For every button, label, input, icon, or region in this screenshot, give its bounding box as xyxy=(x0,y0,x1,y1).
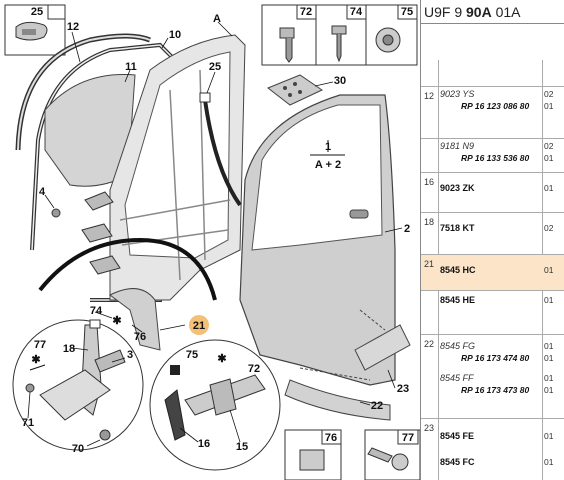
parts-row[interactable]: 16 9023 ZK 01 xyxy=(421,172,564,212)
part-code[interactable]: 8545 HE xyxy=(440,295,476,305)
callout-74: 74 xyxy=(350,6,363,18)
callout-10: 10 xyxy=(169,29,181,41)
callout-74b: 74 xyxy=(90,305,103,317)
callout-77b: 77 xyxy=(402,432,414,444)
part-code[interactable]: 7518 KT xyxy=(440,223,475,233)
inset-box-77[interactable] xyxy=(364,429,420,480)
callout-3: 3 xyxy=(127,349,133,361)
callout-11: 11 xyxy=(125,61,137,73)
callout-23: 23 xyxy=(397,383,409,395)
callout-71: 71 xyxy=(22,417,34,429)
callout-2: 2 xyxy=(404,223,410,235)
callout-4: 4 xyxy=(39,186,46,198)
moulding-21[interactable] xyxy=(109,288,161,351)
part-quantity: 01 xyxy=(544,265,554,275)
header-suffix: 01A xyxy=(495,4,521,20)
parts-row[interactable]: 18 7518 KT 02 xyxy=(421,212,564,254)
part-reference[interactable]: RP 16 173 474 80 xyxy=(461,353,530,363)
hinge-detail-circle[interactable] xyxy=(12,319,144,451)
part-index: 23 xyxy=(424,423,435,433)
part-code[interactable]: 8545 FE xyxy=(440,431,475,441)
part-quantity: 01 xyxy=(544,295,554,305)
part-reference[interactable]: RP 16 173 473 80 xyxy=(461,385,530,395)
parts-row[interactable]: 23 8545 FE 01 8545 FC 01 xyxy=(421,418,564,480)
callout-22: 22 xyxy=(371,400,383,412)
part-index: 18 xyxy=(424,217,435,227)
exploded-door-diagram: ✱ xyxy=(4,4,420,480)
part-code[interactable]: 8545 HC xyxy=(440,265,476,275)
part-quantity: 01 xyxy=(544,431,554,441)
diagram-code-header: U9F 9 90A 01A xyxy=(421,0,564,24)
part-reference[interactable]: RP 16 133 536 80 xyxy=(461,153,530,163)
part-index: 16 xyxy=(424,177,435,187)
part-quantity: 01 xyxy=(544,101,554,111)
part-quantity: 01 xyxy=(544,457,554,467)
callout-25b: 25 xyxy=(209,61,221,73)
callout-30: 30 xyxy=(334,75,346,87)
parts-row[interactable]: 12 9023 YS 02 RP 16 123 086 80 01 xyxy=(421,86,564,138)
callout-70: 70 xyxy=(72,443,84,455)
foam-pad-30[interactable] xyxy=(267,74,324,106)
part-index: 21 xyxy=(424,259,435,269)
cable-25[interactable] xyxy=(203,99,242,207)
callout-75: 75 xyxy=(401,6,413,18)
part-reference[interactable]: RP 16 123 086 80 xyxy=(461,101,530,111)
callout-16: 16 xyxy=(198,438,210,450)
star-marker: ✱ xyxy=(112,315,121,327)
part-code[interactable]: 9023 YS xyxy=(440,89,475,99)
parts-list-panel: U9F 9 90A 01A 12 9023 YS 02 RP 16 123 086 8… xyxy=(420,0,564,480)
callout-18: 18 xyxy=(63,343,75,355)
inset-box-76[interactable] xyxy=(284,429,342,480)
header-bold: 90A xyxy=(466,4,492,20)
part-quantity: 01 xyxy=(544,385,554,395)
parts-row[interactable]: 21 8545 HC 01 xyxy=(421,254,564,290)
part-quantity: 01 xyxy=(544,353,554,363)
star-marker-2: ✱ xyxy=(217,353,226,365)
part-quantity: 01 xyxy=(544,341,554,351)
part-quantity: 02 xyxy=(544,223,554,233)
callout-76b: 76 xyxy=(325,432,337,444)
part-quantity: 01 xyxy=(544,183,554,193)
part-quantity: 02 xyxy=(544,141,554,151)
check-strap-detail-circle[interactable] xyxy=(149,339,281,471)
part-code[interactable]: 8545 FG xyxy=(440,341,476,351)
hinges[interactable] xyxy=(81,191,121,275)
header-prefix: U9F 9 xyxy=(424,4,463,20)
part-code[interactable]: 8545 FF xyxy=(440,373,474,383)
moulding-23[interactable] xyxy=(354,324,411,371)
svg-text:✱: ✱ xyxy=(31,354,40,366)
callout-25: 25 xyxy=(31,6,43,18)
callout-75b: 75 xyxy=(186,349,198,361)
callout-77: 77 xyxy=(34,339,46,351)
part-quantity: 01 xyxy=(544,153,554,163)
inset-box-25[interactable] xyxy=(4,4,66,56)
inset-box-72-74-75[interactable] xyxy=(261,4,418,66)
part-index: 22 xyxy=(424,339,435,349)
part-code[interactable]: 8545 FC xyxy=(440,457,475,467)
waterproof-film-11[interactable] xyxy=(44,73,136,187)
callout-1: 1 xyxy=(325,141,331,153)
callout-72b: 72 xyxy=(248,363,260,375)
parts-row[interactable]: 8545 HE 01 xyxy=(421,290,564,334)
callout-12: 12 xyxy=(67,21,79,33)
part-quantity: 01 xyxy=(544,373,554,383)
moulding-22[interactable] xyxy=(284,379,391,421)
part-quantity: 02 xyxy=(544,89,554,99)
callout-A: A xyxy=(213,13,221,25)
callout-72: 72 xyxy=(300,6,312,18)
callout-15: 15 xyxy=(236,441,248,453)
callout-76: 76 xyxy=(134,331,146,343)
part-code[interactable]: 9181 N9 xyxy=(440,141,475,151)
callout-21: 21 xyxy=(193,320,205,332)
callout-A2: A + 2 xyxy=(315,159,341,171)
part-code[interactable]: 9023 ZK xyxy=(440,183,475,193)
part-index: 12 xyxy=(424,91,435,101)
parts-row[interactable]: 9181 N9 02 RP 16 133 536 80 01 xyxy=(421,138,564,172)
